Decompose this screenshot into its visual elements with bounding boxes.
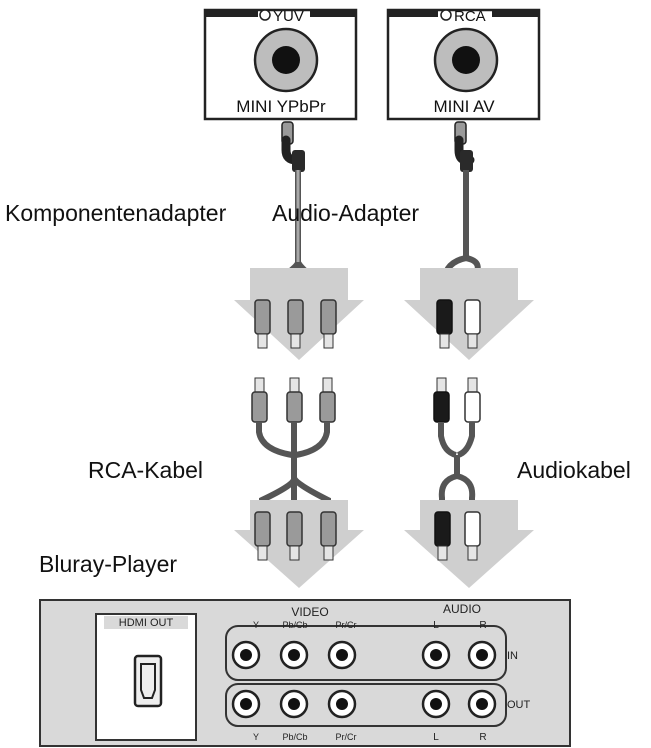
port-label-bottom: Pr/Cr xyxy=(336,732,357,742)
rca-cable-top-plugs xyxy=(251,377,336,423)
in-label: IN xyxy=(507,650,518,662)
audio-cable-top-plugs xyxy=(433,377,481,423)
rca-top-label: RCA xyxy=(454,8,486,25)
rca-mini-plug xyxy=(454,121,475,172)
audio-cable-label: Audiokabel xyxy=(517,457,631,483)
rca-jack-box: RCA MINI AV xyxy=(386,8,541,121)
out-port-pb[interactable] xyxy=(279,689,309,719)
audio-adapter-plugs xyxy=(436,299,481,349)
bluray-player-panel: HDMI OUT VIDEO AUDIO Y Pb/Cb Pr/Cr L R I… xyxy=(39,599,571,747)
in-port-y[interactable] xyxy=(231,640,261,670)
out-port-pr[interactable] xyxy=(327,689,357,719)
out-ports-group xyxy=(225,683,507,727)
out-port-l[interactable] xyxy=(421,689,451,719)
port-label-bottom: Y xyxy=(253,732,259,742)
rca-cable-bottom-plugs xyxy=(254,511,337,561)
rca-bottom-label: MINI AV xyxy=(433,97,495,116)
out-port-y[interactable] xyxy=(231,689,261,719)
port-label-top: L xyxy=(433,620,439,631)
port-label-top: R xyxy=(479,620,486,631)
rca-cable-label: RCA-Kabel xyxy=(88,457,203,483)
hdmi-out-section: HDMI OUT xyxy=(95,613,197,741)
in-port-l[interactable] xyxy=(421,640,451,670)
yuv-bottom-label: MINI YPbPr xyxy=(236,97,326,116)
video-group-label: VIDEO xyxy=(291,605,328,619)
component-adapter-plugs xyxy=(254,299,337,349)
out-label: OUT xyxy=(507,699,531,711)
port-label-bottom: R xyxy=(479,732,486,743)
port-label-top: Pb/Cb xyxy=(282,620,307,630)
audio-cable-bottom-plugs xyxy=(434,511,481,561)
yuv-jack-box: YUV MINI YPbPr xyxy=(203,8,358,121)
in-port-r[interactable] xyxy=(467,640,497,670)
yuv-top-label: YUV xyxy=(273,8,304,25)
in-port-pr[interactable] xyxy=(327,640,357,670)
audio-cable-wires xyxy=(438,422,476,515)
port-label-top: Y xyxy=(253,620,259,630)
hdmi-port-icon[interactable] xyxy=(133,654,163,708)
port-label-bottom: Pb/Cb xyxy=(282,732,307,742)
audio-group-label: AUDIO xyxy=(443,602,481,616)
rca-cable-wires xyxy=(256,422,331,515)
audio-adapter-label: Audio-Adapter xyxy=(272,200,419,226)
headphone-jack-icon xyxy=(440,9,452,21)
in-port-pb[interactable] xyxy=(279,640,309,670)
hdmi-out-label: HDMI OUT xyxy=(119,617,174,629)
yuv-mini-plug xyxy=(281,121,305,172)
port-label-top: Pr/Cr xyxy=(336,620,357,630)
port-label-bottom: L xyxy=(433,732,439,743)
bluray-player-label: Bluray-Player xyxy=(39,551,177,577)
in-ports-group xyxy=(225,625,507,681)
headphone-jack-icon xyxy=(259,9,271,21)
component-adapter-label: Komponentenadapter xyxy=(5,200,227,226)
out-port-r[interactable] xyxy=(467,689,497,719)
